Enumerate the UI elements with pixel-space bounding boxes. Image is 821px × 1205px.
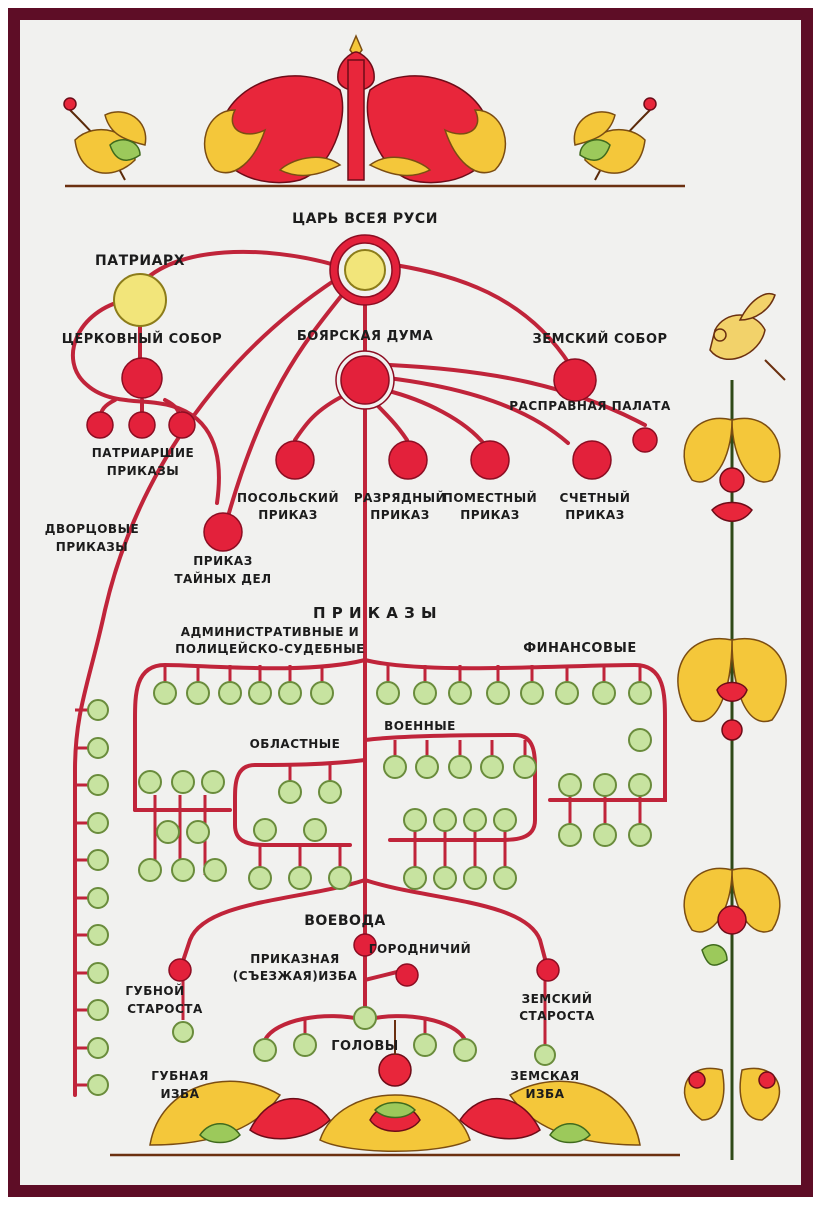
posolsky-label-1: ПОСОЛЬСКИЙ	[237, 490, 339, 505]
admin-label-2: ПОЛИЦЕЙСКО-СУДЕБНЫЕ	[175, 641, 365, 656]
bird-icon	[709, 293, 786, 381]
gubnaya-izba-node	[172, 1021, 194, 1043]
gubnoy-label-1: ГУБНОЙ	[125, 983, 184, 998]
golovy-label: ГОЛОВЫ	[331, 1039, 399, 1054]
admin-label-1: АДМИНИСТРАТИВНЫЕ И	[181, 625, 359, 639]
pomestny-node	[470, 440, 510, 480]
zemsky-starosta-label-2: СТАРОСТА	[519, 1009, 595, 1023]
pomestny-label-2: ПРИКАЗ	[460, 508, 520, 522]
labels: ЦАРЬ ВСЕЯ РУСИ ПАТРИАРХ ЦЕРКОВНЫЙ СОБОР …	[45, 211, 671, 1101]
diagram-canvas: ЦАРЬ ВСЕЯ РУСИ ПАТРИАРХ ЦЕРКОВНЫЙ СОБОР …	[20, 20, 801, 1185]
palace-label-1: ДВОРЦОВЫЕ	[45, 522, 139, 536]
zemsky-sobor-node	[553, 358, 597, 402]
gorodnichy-label: ГОРОДНИЧИЙ	[369, 941, 471, 956]
posolsky-label-2: ПРИКАЗ	[258, 508, 318, 522]
zemsky-sobor-label: ЗЕМСКИЙ СОБОР	[532, 331, 667, 347]
palace-label-2: ПРИКАЗЫ	[56, 540, 128, 554]
patriarch-label: ПАТРИАРХ	[95, 253, 185, 269]
gubnoy-node	[168, 958, 192, 982]
zemsky-starosta-node	[536, 958, 560, 982]
posolsky-node	[275, 440, 315, 480]
floral-column-icon	[677, 293, 787, 1160]
regional-label: ОБЛАСТНЫЕ	[250, 737, 341, 751]
financial-drops	[386, 665, 642, 682]
tsar-node	[329, 234, 401, 306]
nodes	[86, 234, 658, 1096]
prikaznaya-node	[353, 1006, 377, 1030]
schetny-node	[572, 440, 612, 480]
voevoda-node	[353, 933, 377, 957]
secret-affairs-node	[203, 512, 243, 552]
schetny-label-2: ПРИКАЗ	[565, 508, 625, 522]
schetny-label-1: СЧЕТНЫЙ	[560, 490, 631, 505]
church-council-node	[121, 357, 163, 399]
boyar-duma-label: БОЯРСКАЯ ДУМА	[297, 329, 433, 344]
bottom-ornament-icon	[110, 1020, 680, 1157]
patriarchal-node-1	[86, 411, 114, 439]
zemskaya-izba-node	[534, 1044, 556, 1066]
gubnaya-label-1: ГУБНАЯ	[151, 1069, 209, 1083]
secret-label-1: ПРИКАЗ	[193, 554, 253, 568]
gorodnichy-node	[395, 963, 419, 987]
patriarchal-node-3	[168, 411, 196, 439]
prikazy-label: П Р И К А З Ы	[313, 604, 437, 622]
patriarchal-label-2: ПРИКАЗЫ	[107, 464, 179, 478]
razryadny-label-2: ПРИКАЗ	[370, 508, 430, 522]
state-structure-diagram: ЦАРЬ ВСЕЯ РУСИ ПАТРИАРХ ЦЕРКОВНЫЙ СОБОР …	[45, 34, 787, 1160]
razryadny-node	[388, 440, 428, 480]
patriarchal-node-2	[128, 411, 156, 439]
prikaznaya-label-2: (СЪЕЗЖАЯ)ИЗБА	[233, 969, 358, 983]
raspravnaya-node	[632, 427, 658, 453]
connectors	[70, 249, 647, 1097]
church-council-label: ЦЕРКОВНЫЙ СОБОР	[62, 331, 222, 347]
raspravnaya-label: РАСПРАВНАЯ ПАЛАТА	[509, 399, 671, 413]
razryadny-label-1: РАЗРЯДНЫЙ	[354, 490, 446, 505]
military-label: ВОЕННЫЕ	[384, 719, 456, 733]
secret-label-2: ТАЙНЫХ ДЕЛ	[174, 571, 271, 586]
patriarch-node	[113, 273, 167, 327]
prikaznaya-label-1: ПРИКАЗНАЯ	[250, 952, 340, 966]
zemskaya-label-1: ЗЕМСКАЯ	[510, 1069, 579, 1083]
admin-drops	[163, 665, 324, 682]
patriarchal-label-1: ПАТРИАРШИЕ	[92, 446, 195, 460]
pomestny-label-1: ПОМЕСТНЫЙ	[443, 490, 537, 505]
financial-label: ФИНАНСОВЫЕ	[523, 641, 636, 656]
voevoda-label: ВОЕВОДА	[304, 913, 386, 929]
zemskaya-label-2: ИЗБА	[525, 1087, 564, 1101]
page-frame: ЦАРЬ ВСЕЯ РУСИ ПАТРИАРХ ЦЕРКОВНЫЙ СОБОР …	[8, 8, 813, 1197]
gubnoy-label-2: СТАРОСТА	[127, 1002, 203, 1016]
tsar-label: ЦАРЬ ВСЕЯ РУСИ	[292, 211, 438, 227]
gubnaya-label-2: ИЗБА	[160, 1087, 199, 1101]
zemsky-starosta-label-1: ЗЕМСКИЙ	[522, 991, 593, 1006]
top-ornament-icon	[63, 34, 685, 188]
boyar-duma-node	[335, 350, 395, 410]
